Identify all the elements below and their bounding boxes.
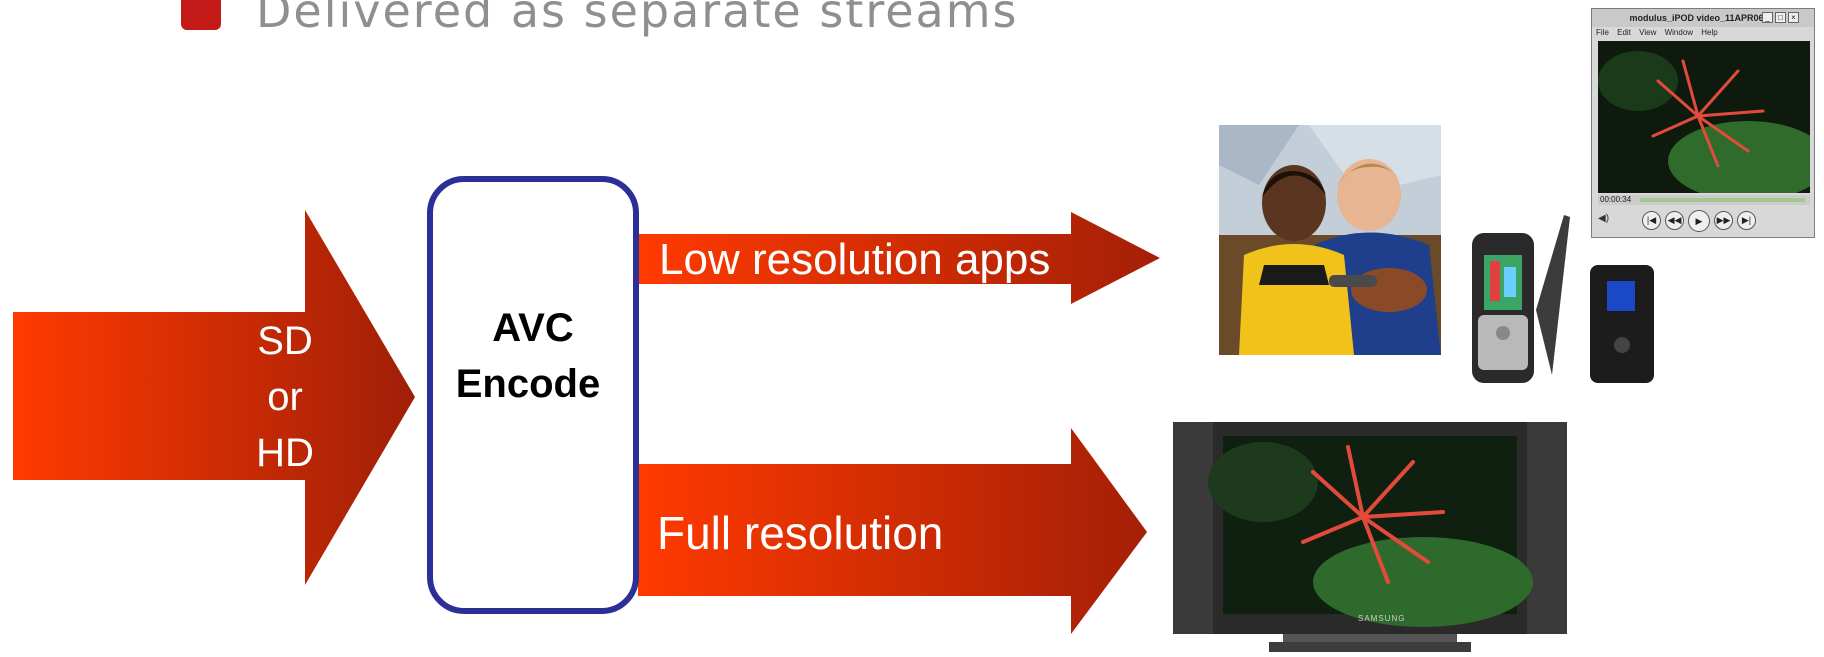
full-resolution-label: Full resolution bbox=[657, 507, 944, 559]
kids-watching-tv-photo bbox=[1219, 125, 1441, 355]
low-resolution-label: Low resolution apps bbox=[659, 235, 1051, 284]
input-label-sd: SD bbox=[257, 319, 313, 363]
flip-phone-image bbox=[1472, 215, 1654, 383]
rewind-icon[interactable]: ◀◀ bbox=[1665, 211, 1684, 230]
menu-help[interactable]: Help bbox=[1701, 28, 1718, 37]
flat-screen-tv-image bbox=[1173, 422, 1567, 652]
encoder-label-encode: Encode bbox=[455, 362, 601, 406]
minimize-icon[interactable]: _ bbox=[1762, 12, 1773, 23]
player-video-frame bbox=[1598, 41, 1810, 193]
low-resolution-arrow bbox=[638, 212, 1160, 304]
bullet-marker bbox=[181, 0, 221, 30]
volume-icon[interactable]: ◀) bbox=[1598, 213, 1610, 224]
input-label-hd: HD bbox=[256, 431, 314, 475]
input-label-or: or bbox=[267, 375, 303, 419]
menu-window[interactable]: Window bbox=[1664, 28, 1694, 37]
avc-encode-box bbox=[427, 176, 639, 614]
seek-bar[interactable] bbox=[1640, 198, 1805, 202]
player-title: modulus_iPOD video_11APR06A bbox=[1592, 9, 1814, 27]
maximize-icon[interactable]: □ bbox=[1775, 12, 1786, 23]
play-icon[interactable]: ▶ bbox=[1688, 210, 1710, 232]
bullet-text: Delivered as separate streams bbox=[256, 0, 1019, 38]
skip-forward-icon[interactable]: ▶| bbox=[1737, 211, 1756, 230]
fast-forward-icon[interactable]: ▶▶ bbox=[1714, 211, 1733, 230]
close-icon[interactable]: × bbox=[1788, 12, 1799, 23]
media-player-window: modulus_iPOD video_11APR06A _ □ × File E… bbox=[1591, 8, 1815, 238]
menu-file[interactable]: File bbox=[1596, 28, 1609, 37]
full-resolution-arrow bbox=[638, 428, 1147, 634]
tv-brand-label: SAMSUNG bbox=[1358, 614, 1406, 623]
encoder-label-avc: AVC bbox=[492, 306, 574, 350]
player-menu: File Edit View Window Help bbox=[1596, 28, 1724, 37]
menu-edit[interactable]: Edit bbox=[1617, 28, 1631, 37]
input-arrow bbox=[13, 210, 415, 585]
skip-back-icon[interactable]: |◀ bbox=[1642, 211, 1661, 230]
menu-view[interactable]: View bbox=[1639, 28, 1657, 37]
